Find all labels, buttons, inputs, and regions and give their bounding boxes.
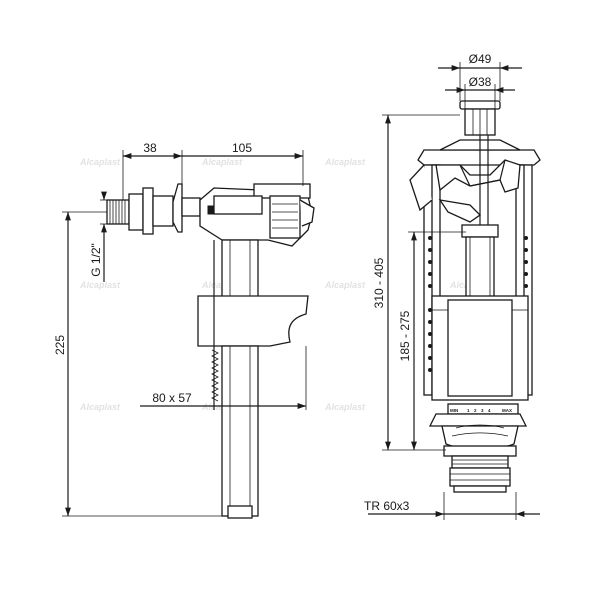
dim-float-label: 80 x 57 (152, 391, 192, 405)
valve-chamber (269, 195, 301, 239)
watermark-8: Alcaplast (79, 402, 121, 412)
watermark-2: Alcaplast (201, 157, 243, 167)
scale-tick-3: 3 (481, 408, 484, 413)
base-ring (428, 413, 528, 427)
top-frame (417, 149, 541, 166)
fill-valve (106, 183, 315, 519)
flush-valve: MIN 1 2 3 4 MAX (409, 100, 541, 493)
inlet-neck (181, 197, 201, 217)
adjust-spring (211, 349, 219, 402)
dim-thread-label: G 1/2" (89, 243, 103, 277)
scale-min: MIN (450, 408, 458, 413)
outlet-nut (449, 467, 511, 487)
scale-tick-2: 2 (474, 408, 477, 413)
watermark-1: Alcaplast (79, 157, 121, 167)
dim-225-label: 225 (53, 335, 67, 355)
lever-mechanism (435, 159, 521, 193)
watermark-3: Alcaplast (324, 157, 366, 167)
inner-cylinder (447, 299, 513, 397)
tube-cap (461, 224, 499, 238)
watermark-6: Alcaplast (324, 280, 366, 290)
nut-upper (443, 445, 517, 457)
valve-chamber-ribs (272, 203, 298, 229)
dim-38-label: 38 (143, 141, 157, 155)
inlet-collar (172, 183, 183, 233)
scale-tick-4: 4 (488, 408, 491, 413)
float (197, 295, 309, 347)
outlet-thread (451, 455, 509, 469)
dim-dia38-label: Ø38 (469, 75, 492, 89)
inlet-flange (152, 195, 174, 227)
lower-tube (221, 345, 259, 517)
dim-310-405-label: 310 - 405 (372, 257, 386, 308)
overflow-tube-upper (465, 236, 495, 300)
tube-foot (227, 505, 253, 519)
watermark-10: Alcaplast (324, 402, 366, 412)
seal-bowl (441, 425, 519, 450)
flush-valve-dimensions: Ø49 Ø38 310 - 405 185 - 275 TR 60x3 (364, 52, 540, 520)
lever-arm (438, 199, 482, 223)
push-button-cap (459, 100, 501, 110)
dim-105-label: 105 (232, 141, 252, 155)
outlet-rim (453, 485, 507, 493)
fill-valve-dimensions: 38 105 G 1/2" 225 80 x 57 (53, 141, 307, 517)
washer (142, 187, 154, 235)
watermark-4: Alcaplast (79, 280, 121, 290)
thread-lines (109, 200, 126, 224)
dim-tr-label: TR 60x3 (364, 499, 410, 513)
scale-tick-1: 1 (467, 408, 470, 413)
valve-lever (213, 195, 263, 215)
lock-nut (128, 193, 144, 231)
scale-max: MAX (502, 408, 512, 413)
dim-185-275-label: 185 - 275 (398, 310, 412, 361)
valve-arm (299, 199, 315, 227)
dim-49-label: Ø49 (469, 52, 492, 66)
upper-tube (221, 239, 259, 299)
left-clip (409, 164, 433, 212)
